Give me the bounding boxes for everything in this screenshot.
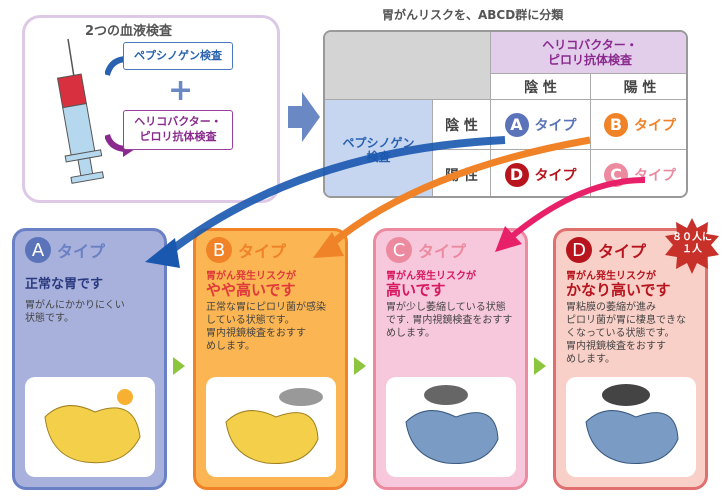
cell-type-d: D タイプ bbox=[491, 150, 591, 196]
card-headline: 高いです bbox=[386, 281, 446, 299]
card-description: 正常な胃にピロリ菌が感染 している状態です。 胃内視鏡検査をおすす めします。 bbox=[206, 302, 326, 352]
pg-negative-header: 陰 性 bbox=[433, 100, 491, 150]
badge-b: B bbox=[604, 112, 628, 137]
blood-test-title: 2つの血液検査 bbox=[85, 24, 173, 39]
hp-negative-header: 陰 性 bbox=[491, 74, 591, 100]
type-label: タイプ bbox=[238, 242, 287, 261]
badge-d: D bbox=[504, 162, 529, 187]
badge-b: B bbox=[206, 237, 232, 263]
card-description: 胃粘膜の萎縮が進み ピロリ菌が胃に棲息できな くなっている状態です。 胃内視鏡検… bbox=[566, 302, 686, 365]
card-type-b: B タイプ 胃がん発生リスクが やや高いです 正常な胃にピロリ菌が感染 している状… bbox=[193, 228, 348, 490]
green-arrow-icon bbox=[354, 357, 366, 375]
card-description: 胃が少し萎縮している状態 です. 胃内視鏡検査をおすす めします。 bbox=[386, 302, 513, 339]
badge-c: C bbox=[604, 162, 628, 187]
badge-a: A bbox=[25, 237, 51, 263]
cell-type-c: C タイプ bbox=[591, 150, 686, 196]
chart-title: 胃がんリスクを、ABCD群に分類 bbox=[382, 8, 564, 22]
type-label: タイプ bbox=[598, 242, 647, 261]
green-arrow-icon bbox=[534, 357, 546, 375]
hp-positive-header: 陽 性 bbox=[591, 74, 686, 100]
green-arrow-icon bbox=[173, 357, 185, 375]
plus-sign: + bbox=[168, 73, 194, 108]
badge-a: A bbox=[504, 112, 529, 137]
severe-stomach-illustration bbox=[566, 377, 696, 477]
type-label: タイプ bbox=[57, 242, 106, 261]
card-headline: かなり高いです bbox=[566, 281, 671, 299]
cell-type-b: B タイプ bbox=[591, 100, 686, 150]
card-risk-label: 胃がん発生リスクが bbox=[386, 271, 476, 282]
pepsinogen-test-box: ペプシノゲン検査 bbox=[123, 42, 233, 70]
hp-antibody-test-box: ヘリコバクター・ ピロリ抗体検査 bbox=[123, 110, 233, 150]
atrophic-stomach-illustration bbox=[386, 377, 516, 477]
card-headline: やや高いです bbox=[206, 281, 296, 299]
card-type-a: A タイプ 正常な胃です 胃がんにかかりにくい 状態です。 bbox=[12, 228, 167, 490]
right-arrow-icon bbox=[288, 92, 320, 142]
type-label: タイプ bbox=[534, 117, 577, 134]
infected-stomach-illustration bbox=[206, 377, 336, 477]
card-risk-label: 胃がん発生リスクが bbox=[566, 271, 656, 282]
card-description: 胃がんにかかりにくい 状態です。 bbox=[25, 300, 125, 324]
card-headline: 正常な胃です bbox=[25, 277, 104, 292]
badge-d: D bbox=[566, 237, 592, 263]
hp-header: ヘリコバクター・ ピロリ抗体検査 bbox=[491, 32, 686, 74]
starburst-badge bbox=[665, 218, 719, 274]
pepsinogen-header: ペプシノゲン 検査 bbox=[325, 100, 433, 196]
type-label: タイプ bbox=[534, 167, 577, 184]
type-label: タイプ bbox=[634, 117, 676, 134]
badge-c: C bbox=[386, 237, 412, 263]
type-label: タイプ bbox=[418, 242, 467, 261]
card-risk-label: 胃がん発生リスクが bbox=[206, 271, 296, 282]
risk-matrix-table: ヘリコバクター・ ピロリ抗体検査 陰 性 陽 性 ペプシノゲン 検査 陰 性 陽… bbox=[323, 30, 688, 198]
card-type-c: C タイプ 胃がん発生リスクが 高いです 胃が少し萎縮している状態 です. 胃内視… bbox=[373, 228, 528, 490]
syringe-icon bbox=[44, 38, 105, 184]
cell-type-a: A タイプ bbox=[491, 100, 591, 150]
star-badge-text: ８０人に １人 bbox=[672, 232, 712, 255]
healthy-stomach-illustration bbox=[25, 377, 155, 477]
pg-positive-header: 陽 性 bbox=[433, 150, 491, 196]
empty-corner-cell bbox=[325, 32, 491, 100]
type-label: タイプ bbox=[634, 167, 676, 184]
